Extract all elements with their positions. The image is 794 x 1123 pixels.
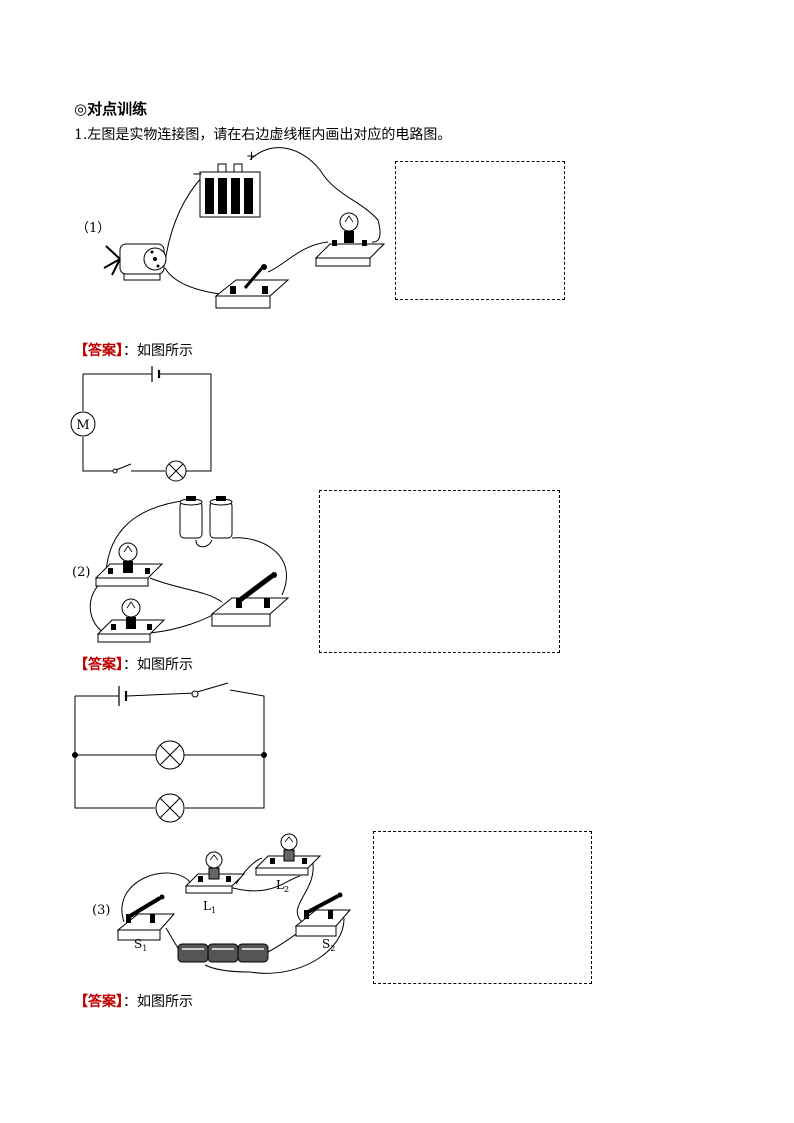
lamp-icon — [254, 833, 322, 876]
battery-plus-symbol: + — [246, 149, 257, 164]
lamp-icon — [96, 598, 166, 643]
lamp-icon — [314, 212, 386, 267]
part-2-answer-box — [319, 490, 560, 653]
answer-tag: 【答案】 — [74, 994, 123, 1010]
switch-label-S1: S1 — [134, 937, 147, 953]
lamp-label-L2: L2 — [276, 878, 289, 894]
question-text: 1.左图是实物连接图，请在右边虚线框内画出对应的电路图。 — [74, 127, 452, 143]
part-1-label: （1） — [76, 221, 111, 236]
section-heading: ◎对点训练 — [74, 100, 148, 118]
answer-tag: 【答案】 — [74, 657, 123, 673]
part-1-answer: 【答案】：如图所示 — [74, 344, 193, 358]
answer-text: ：如图所示 — [123, 343, 193, 359]
part-1-answer-box — [395, 161, 565, 300]
lamp-icon — [184, 851, 246, 894]
battery-icon — [179, 496, 233, 539]
answer-text: ：如图所示 — [123, 657, 193, 673]
lamp-icon — [94, 542, 164, 587]
answer-text: ：如图所示 — [123, 994, 193, 1010]
part-3-label: (3) — [92, 903, 111, 918]
part-2-answer: 【答案】：如图所示 — [74, 658, 193, 672]
switch-icon — [214, 264, 290, 309]
part-3-answer: 【答案】：如图所示 — [74, 995, 193, 1009]
answer-tag: 【答案】 — [74, 343, 123, 359]
motor-symbol: M — [76, 418, 89, 433]
battery-icon: + − — [192, 149, 261, 218]
battery-minus-symbol: − — [192, 167, 203, 182]
motor-icon — [103, 243, 167, 281]
switch-icon — [210, 572, 290, 627]
switch-icon — [294, 892, 352, 937]
switch-icon — [116, 894, 176, 941]
lamp-label-L1: L1 — [203, 899, 216, 915]
battery-icon — [177, 943, 269, 963]
part-3-answer-box — [373, 831, 592, 984]
switch-label-S2: S2 — [322, 937, 335, 953]
part-2-label: (2) — [72, 565, 91, 580]
